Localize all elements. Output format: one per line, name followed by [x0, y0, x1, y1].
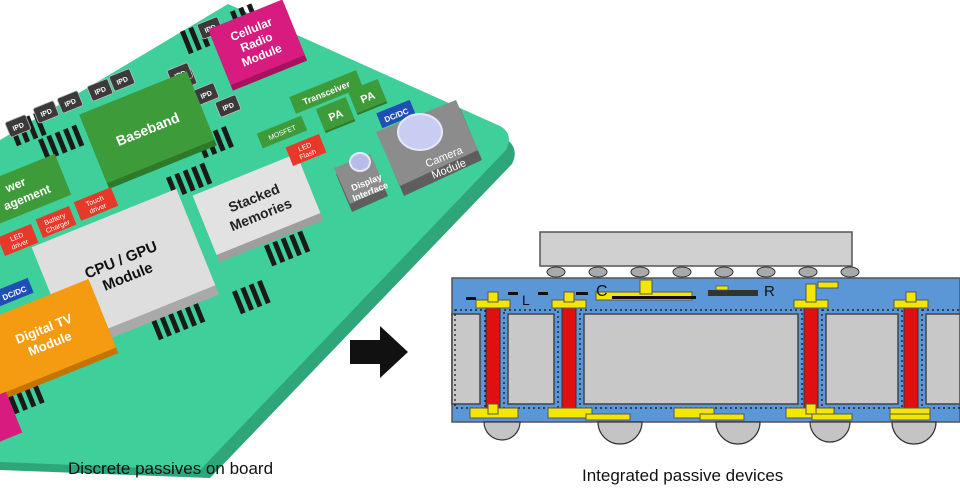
- chip-display-interface: Touch driver: [73, 187, 119, 221]
- micro-bump: [546, 266, 566, 278]
- passive-group: [232, 280, 271, 315]
- ipd-chip-label: IPD: [64, 98, 77, 109]
- ipd-chip: IPD: [87, 78, 113, 102]
- chip-label-pa-2: PA: [359, 90, 377, 107]
- chip-camera-module: Camera Module: [376, 100, 482, 196]
- ipd-chip-label: IPD: [12, 122, 25, 133]
- camera-lens-icon: [397, 113, 443, 151]
- passive-group: [264, 230, 311, 267]
- caption-integrated-passives: Integrated passive devices: [582, 466, 784, 485]
- micro-bump: [630, 266, 650, 278]
- chip-power-management: wer agement: [0, 153, 72, 230]
- ipd-cross-section: L C R: [451, 231, 960, 445]
- capacitor: [612, 296, 696, 299]
- ipd-chip: IPD: [33, 100, 59, 124]
- passive-group: [150, 299, 206, 341]
- ipd-chip-label: IPD: [94, 86, 107, 97]
- solder-balls: [483, 421, 937, 445]
- chip-cellular-radio-module: Cellular Radio Module: [208, 0, 308, 91]
- micro-bump: [588, 266, 608, 278]
- chip-stacked-memories: Stacked Memories: [192, 153, 324, 263]
- micro-bump: [798, 266, 818, 278]
- inductor: [466, 292, 588, 300]
- ipd-chip: IPD: [5, 114, 31, 138]
- chip-label-pa-1: PA: [327, 108, 345, 125]
- chip-pa-2: PA: [347, 79, 388, 116]
- micro-bump: [840, 266, 860, 278]
- arrow-right-icon: [350, 326, 408, 378]
- chip-partial-magenta: [0, 391, 23, 447]
- caption-discrete-passives: Discrete passives on board: [68, 459, 274, 478]
- chip-label-battery-1: LED: [9, 232, 24, 244]
- label-resistor: R: [764, 283, 775, 300]
- chip-baseband: Baseband: [79, 71, 217, 189]
- label-capacitor: C: [596, 283, 608, 300]
- label-inductor: L: [522, 292, 530, 308]
- micro-bump: [714, 266, 734, 278]
- through-vias: [485, 305, 919, 411]
- ipd-chip: IPD: [193, 82, 219, 106]
- led-bulb-icon: [349, 152, 371, 172]
- resistor: [708, 285, 758, 296]
- micro-bump: [672, 266, 692, 278]
- micro-bump: [756, 266, 776, 278]
- passive-group: [38, 124, 85, 161]
- chip-led-flash: Display Interface: [334, 152, 390, 212]
- ipd-chip-label: IPD: [40, 108, 53, 119]
- core-blocks: [451, 313, 960, 405]
- circuit-board: IPDIPDIPDIPDIPDIPDIPDIPDIPDIPD Cellular …: [0, 0, 515, 478]
- ipd-chip: IPD: [57, 90, 83, 114]
- ipd-chip: IPD: [109, 68, 135, 92]
- ipd-chip-label: IPD: [222, 102, 235, 113]
- chip-digital-tv-module: Digital TV Module: [0, 278, 119, 402]
- ipd-chip: IPD: [215, 94, 241, 118]
- chip-pa-1: PA: [315, 97, 356, 134]
- chip-label-leddriver-1: LED: [297, 142, 312, 154]
- top-die: [539, 231, 853, 267]
- passive-group: [166, 162, 213, 199]
- ipd-chip-label: IPD: [116, 76, 129, 87]
- ipd-chip-label: IPD: [200, 90, 213, 101]
- micro-bumps: [546, 266, 860, 278]
